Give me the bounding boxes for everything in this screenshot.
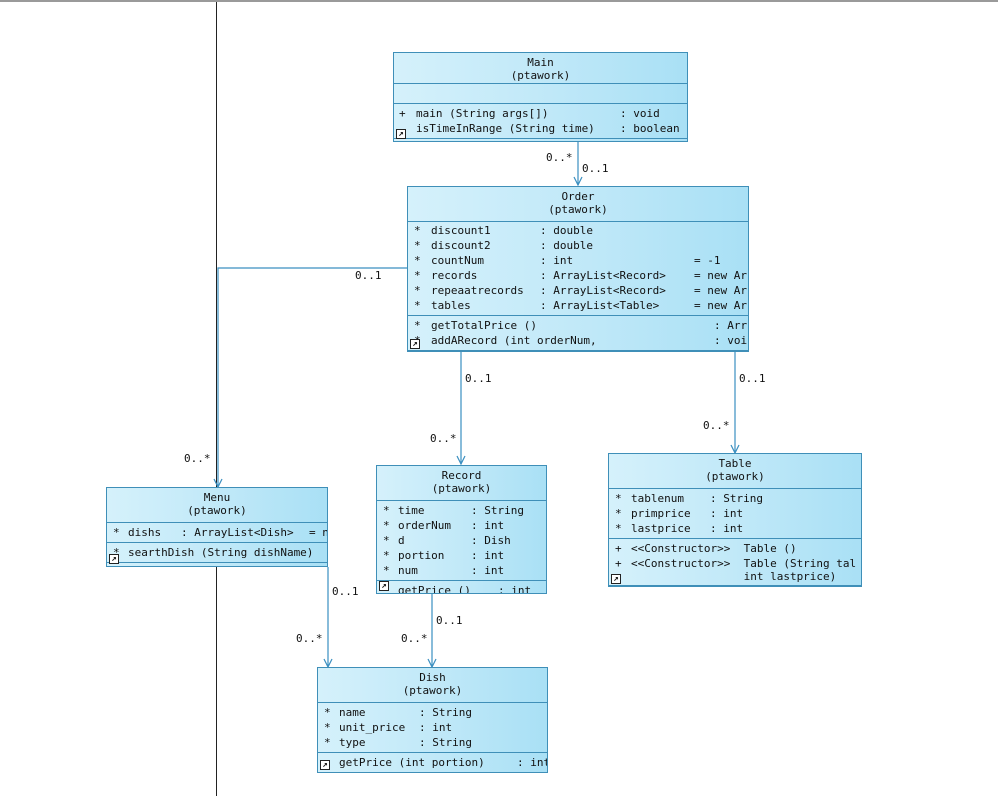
method-row[interactable]: getPrice (int portion): int: [339, 756, 548, 769]
mult-menu-dish-src: 0..1: [332, 585, 359, 598]
class-record-name: Record: [441, 469, 482, 482]
class-record-methods: getPrice (): int: [377, 581, 546, 594]
attribute-row[interactable]: *orderNum: int: [383, 519, 505, 532]
mult-order-record-src: 0..1: [465, 372, 492, 385]
shortcut-link-icon: ↗: [410, 339, 420, 349]
class-table-name: Table: [718, 457, 752, 470]
class-dish-methods: getPrice (int portion): int: [318, 753, 548, 772]
class-record-attributes: *time: String *orderNum: int *d: Dish *p…: [377, 501, 546, 581]
class-order-attributes: *discount1: double *discount2: double *c…: [408, 222, 748, 316]
window-top-border: [0, 0, 998, 2]
method-row[interactable]: +main (String args[]): void: [399, 107, 660, 120]
class-menu-name: Menu: [203, 491, 231, 504]
shortcut-link-icon: ↗: [320, 760, 330, 770]
method-row[interactable]: +<<Constructor>> Table (): [615, 542, 797, 555]
method-row[interactable]: *searthDish (String dishName): [113, 546, 314, 559]
attribute-row[interactable]: *dishs: ArrayList<Dish>= n: [113, 526, 328, 539]
class-record-package: (ptawork): [431, 482, 492, 495]
class-order-methods: *getTotalPrice (): Arr *addARecord (int …: [408, 316, 748, 351]
mult-record-dish-dst: 0..*: [401, 632, 428, 645]
shortcut-link-icon: ↗: [379, 581, 389, 591]
wire-order-menu: [218, 267, 407, 487]
shortcut-link-icon: ↗: [396, 129, 406, 139]
class-order-package: (ptawork): [548, 203, 608, 216]
mult-order-menu-dst: 0..*: [184, 452, 211, 465]
class-dish-package: (ptawork): [402, 684, 463, 697]
class-main-methods: +main (String args[]): void isTimeInRang…: [394, 104, 687, 139]
method-row[interactable]: +<<Constructor>> Table (String tal: [615, 557, 857, 570]
mult-order-record-dst: 0..*: [430, 432, 457, 445]
class-main-attributes: [394, 84, 687, 104]
class-dish-attributes: *name: String *unit_price: int *type: St…: [318, 703, 547, 753]
method-row[interactable]: *getTotalPrice (): Arr: [414, 319, 748, 332]
attribute-row[interactable]: *num: int: [383, 564, 505, 577]
shortcut-link-icon: ↗: [109, 554, 119, 564]
attribute-row[interactable]: *primprice: int: [615, 507, 744, 520]
class-table-attributes: *tablenum: String *primprice: int *lastp…: [609, 489, 861, 539]
attribute-row[interactable]: *tablenum: String: [615, 492, 763, 505]
attribute-row[interactable]: *lastprice: int: [615, 522, 744, 535]
class-main-name: Main: [527, 56, 554, 69]
attribute-row[interactable]: *time: String: [383, 504, 524, 517]
mult-record-dish-src: 0..1: [436, 614, 463, 627]
attribute-row[interactable]: *tables: ArrayList<Table>= new Arr: [414, 299, 749, 312]
class-menu-attributes: *dishs: ArrayList<Dish>= n: [107, 523, 327, 543]
attribute-row[interactable]: *unit_price: int: [324, 721, 453, 734]
attribute-row[interactable]: *portion: int: [383, 549, 505, 562]
class-order-name: Order: [561, 190, 595, 203]
class-dish[interactable]: Dish (ptawork) *name: String *unit_price…: [317, 667, 548, 773]
attribute-row[interactable]: *d: Dish: [383, 534, 511, 547]
method-row[interactable]: isTimeInRange (String time): boolean: [416, 122, 680, 135]
mult-order-table-dst: 0..*: [703, 419, 730, 432]
attribute-row[interactable]: *name: String: [324, 706, 472, 719]
method-row[interactable]: *addARecord (int orderNum,: voi: [414, 334, 748, 347]
class-menu[interactable]: Menu (ptawork) *dishs: ArrayList<Dish>= …: [106, 487, 328, 567]
attribute-row[interactable]: *discount1: double: [414, 224, 593, 237]
class-main-package: (ptawork): [510, 69, 571, 82]
class-menu-methods: *searthDish (String dishName): [107, 543, 327, 563]
attribute-row[interactable]: *discount2: double: [414, 239, 593, 252]
class-order[interactable]: Order (ptawork) *discount1: double *disc…: [407, 186, 749, 352]
method-row[interactable]: getPrice (): int: [398, 584, 532, 594]
attribute-row[interactable]: *records: ArrayList<Record>= new Arr: [414, 269, 749, 282]
mult-main-order-dst: 0..1: [582, 162, 609, 175]
mult-main-order-src: 0..*: [546, 151, 573, 164]
method-row[interactable]: int lastprice): [631, 570, 837, 583]
class-main[interactable]: Main (ptawork) +main (String args[]): vo…: [393, 52, 688, 142]
mult-order-table-src: 0..1: [739, 372, 766, 385]
class-table-package: (ptawork): [705, 470, 765, 483]
attribute-row[interactable]: *countNum: int= -1: [414, 254, 721, 267]
vertical-divider: [216, 2, 217, 796]
class-dish-name: Dish: [419, 671, 446, 684]
class-table-methods: +<<Constructor>> Table () +<<Constructor…: [609, 539, 861, 586]
class-menu-package: (ptawork): [187, 504, 247, 517]
attribute-row[interactable]: *type: String: [324, 736, 472, 749]
mult-menu-dish-dst: 0..*: [296, 632, 323, 645]
mult-order-menu-src: 0..1: [355, 269, 382, 282]
class-record[interactable]: Record (ptawork) *time: String *orderNum…: [376, 465, 547, 594]
attribute-row[interactable]: *repeaatrecords: ArrayList<Record>= new …: [414, 284, 749, 297]
shortcut-link-icon: ↗: [611, 574, 621, 584]
class-table[interactable]: Table (ptawork) *tablenum: String *primp…: [608, 453, 862, 587]
